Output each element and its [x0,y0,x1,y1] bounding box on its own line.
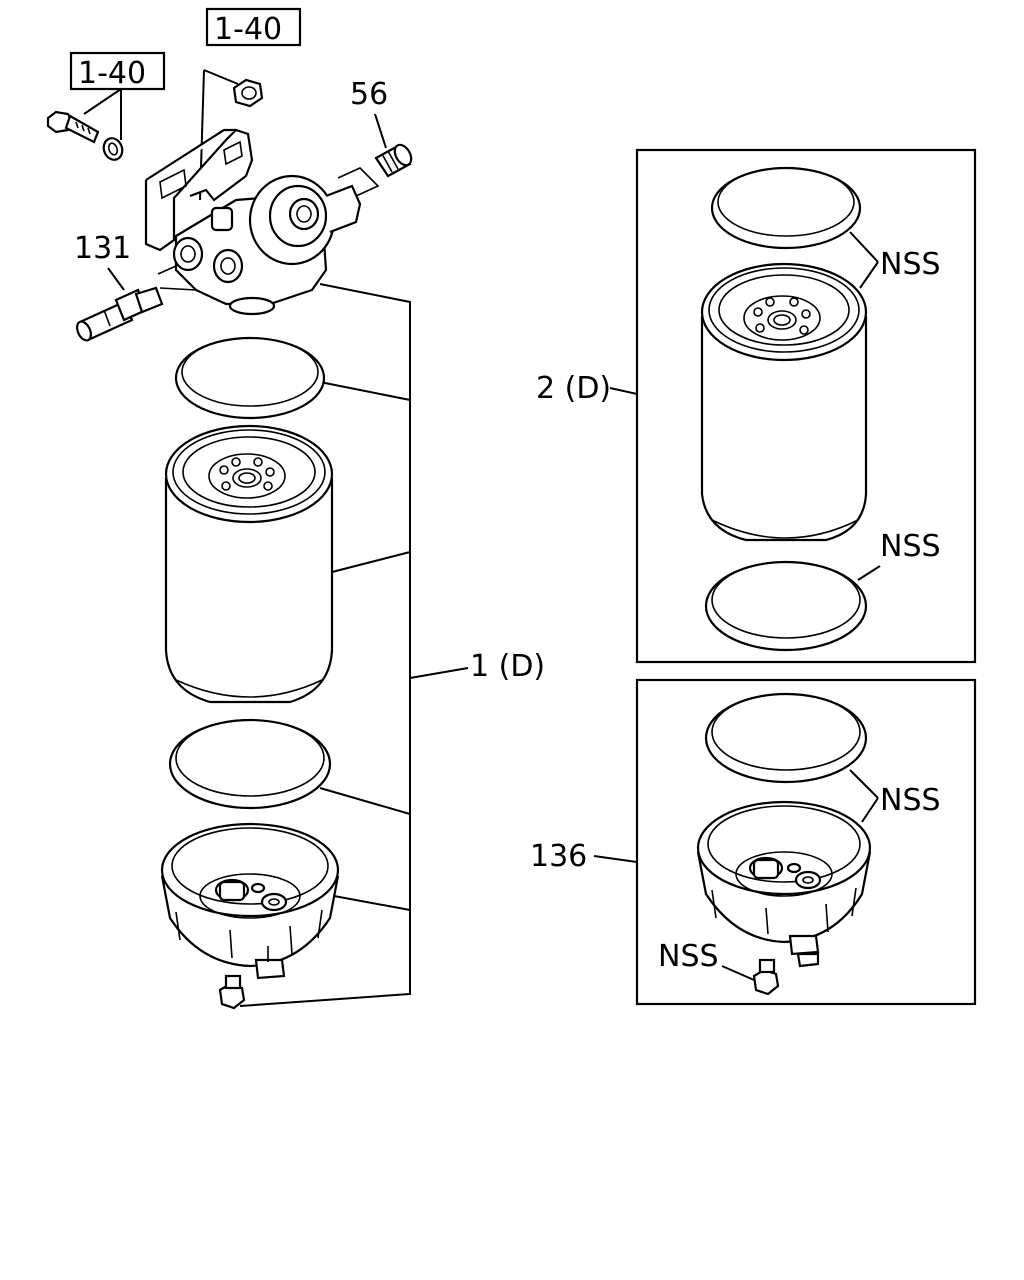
o-ring-top-2d [710,166,862,250]
panel-136 [635,678,977,1006]
label-136: 136 [530,839,587,874]
leader-nss-2d-top [849,231,879,289]
filter-head-part [144,128,362,316]
label-nss-136-plug: NSS [658,939,719,974]
label-nss-136-top: NSS [880,783,941,818]
bracket-1d [239,283,411,1007]
label-nss-2d-bottom: NSS [880,529,941,564]
leader-1d-filter [331,551,411,573]
bolt-part [46,110,100,144]
filter-cartridge-left [164,424,334,704]
washer-part [102,137,124,161]
connector-56 [337,167,380,197]
leader-1d-oring-bottom [319,787,411,815]
filter-cartridge-2d [700,262,868,542]
ref-label-bolt: 1-40 [78,56,146,91]
leader-2d [609,387,638,395]
label-nss-2d-top: NSS [880,247,941,282]
drain-plug-136 [752,958,780,996]
leader-nss-2d-bottom [857,565,881,581]
leader-nss-136-top [849,769,879,823]
label-2d: 2 (D) [536,371,611,406]
leader-1d-oring-top [319,381,411,401]
water-bowl-136 [696,800,872,968]
drain-plug-left [218,974,246,1010]
label-131: 131 [74,231,131,266]
nut-part [232,78,264,108]
fitting-131-part [76,286,164,342]
leader-131 [107,267,125,291]
o-ring-top-left [174,336,326,420]
ref-label-nut: 1-40 [214,12,282,47]
ref-box-nut: 1-40 [205,7,302,47]
label-1d: 1 (D) [470,649,545,684]
leader-nss-136-plug [721,965,755,981]
leader-1d-bowl [333,895,411,911]
ref-box-bolt: 1-40 [69,51,166,91]
leader-bolt [83,88,122,140]
panel-2d [635,148,977,664]
label-56: 56 [350,77,388,112]
o-ring-bottom-2d [704,560,868,652]
water-bowl-left [160,822,340,980]
leader-1d-label [409,667,469,679]
leader-56 [374,113,387,149]
plug-56-part [374,143,413,178]
o-ring-136 [704,692,868,784]
o-ring-bottom-left [168,718,332,810]
leader-136 [593,855,638,863]
